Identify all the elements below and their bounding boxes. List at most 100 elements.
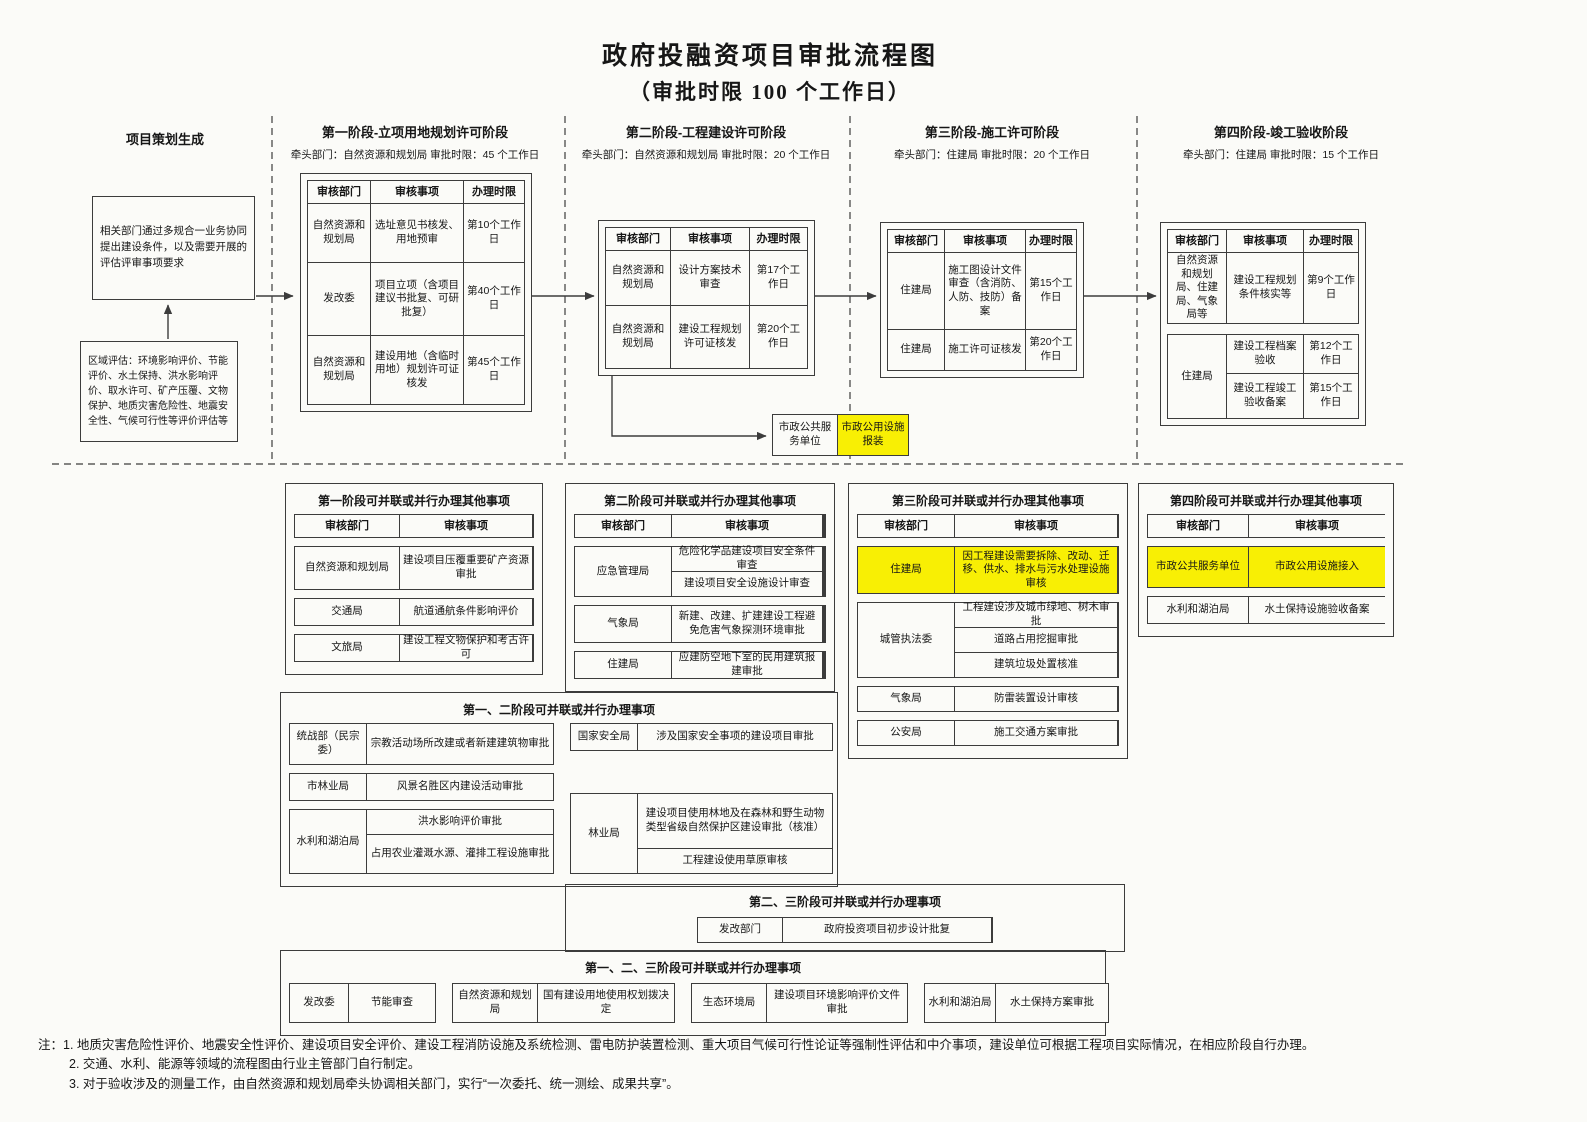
stage3-th-time: 办理时限 (1026, 230, 1076, 252)
combo12-columns: 统战部（民宗委） 宗教活动场所改建或者新建建筑物审批 市林业局 风景名胜区内建设… (289, 723, 833, 874)
stage1-title: 第一阶段-立项用地规划许可阶段 (321, 125, 509, 140)
combo12-section: 第一、二阶段可并联或并行办理事项 统战部（民宗委） 宗教活动场所改建或者新建建筑… (280, 692, 838, 887)
notes-label: 注： (38, 1038, 64, 1052)
section-title: 第四阶段可并联或并行办理其他事项 (1169, 494, 1362, 508)
item-cell: 工程建设使用草原审核 (638, 849, 832, 873)
note-line-3: 3. 对于验收涉及的测量工作，由自然资源和规划局牵头协调相关部门，实行“一次委托… (69, 1076, 679, 1091)
combo12-right-column: 国家安全局 涉及国家安全事项的建设项目审批 林业局 建设项目使用林地及在森林和野… (570, 723, 833, 874)
item-cell: 风景名胜区内建设活动审批 (367, 774, 553, 800)
dept-cell: 国家安全局 (571, 724, 637, 750)
page-subtitle: （审批时限 100 个工作日） (629, 80, 911, 104)
table-row: 气象局 防雷装置设计审核 (857, 686, 1119, 712)
item-cell: 施工图设计文件审查（含消防、人防、技防）备案 (945, 253, 1025, 329)
item-cell: 设计方案技术审查 (671, 251, 749, 305)
dept-cell: 城管执法委 (858, 603, 954, 677)
planning-column-header: 项目策划生成 (125, 132, 204, 147)
item-cell: 涉及国家安全事项的建设项目审批 (638, 724, 832, 750)
stage2-th-item: 审核事项 (671, 228, 749, 250)
time-cell: 第15个工作日 (1304, 374, 1358, 418)
dept-cell: 发改部门 (698, 918, 782, 942)
section-title: 第二阶段可并联或并行办理其他事项 (603, 494, 796, 508)
table-row: 林业局 建设项目使用林地及在森林和野生动物类型省级自然保护区建设审批（核准） 工… (570, 793, 833, 874)
municipal-service-box: 市政公共服务单位 市政公用设施报装 (772, 414, 909, 456)
stage2-grid: 审核部门 审核事项 办理时限 自然资源和规划局 设计方案技术审查 第17个工作日… (605, 227, 808, 369)
stage3-table: 审核部门 审核事项 办理时限 住建局 施工图设计文件审查（含消防、人防、技防）备… (880, 222, 1084, 378)
item-cell: 施工交通方案审批 (955, 721, 1117, 745)
dept-cell: 水利和湖泊局 (290, 810, 366, 873)
stage1-th-dept: 审核部门 (308, 181, 370, 203)
table-row: 自然资源和规划局 建设项目压覆重要矿产资源审批 (294, 546, 534, 590)
connector-stage2-to-municipal (611, 375, 767, 441)
table-row: 气象局 新建、改建、扩建建设工程避免危害气象探测环境审批 (574, 605, 826, 643)
stage3-grid: 审核部门 审核事项 办理时限 住建局 施工图设计文件审查（含消防、人防、技防）备… (887, 229, 1077, 371)
table-row: 公安局 施工交通方案审批 (857, 720, 1119, 746)
table-row: 发改部门 政府投资项目初步设计批复 (697, 917, 993, 943)
stage4-grid-bottom: 住建局 建设工程档案验收 第12个工作日 建设工程竣工验收备案 第15个工作日 (1167, 334, 1359, 419)
item-cell: 建设项目压覆重要矿产资源审批 (400, 547, 532, 589)
item-cell: 应建防空地下室的民用建筑报建审批 (672, 651, 822, 678)
stage1-th-item: 审核事项 (371, 181, 463, 203)
th-item: 审核事项 (955, 515, 1117, 537)
section-title: 第一阶段可并联或并行办理其他事项 (317, 494, 510, 508)
parallel-stage3-section: 第三阶段可并联或并行办理其他事项 审核部门 审核事项 住建局 因工程建设需要拆除… (848, 483, 1128, 759)
combo123-row: 发改委 节能审查 自然资源和规划局 国有建设用地使用权划拨决定 生态环境局 建设… (289, 983, 1109, 1023)
stage2-table: 审核部门 审核事项 办理时限 自然资源和规划局 设计方案技术审查 第17个工作日… (598, 220, 815, 376)
th-dept: 审核部门 (575, 515, 671, 537)
item-cell: 水土保持设施验收备案 (1249, 597, 1385, 623)
item-cell: 施工许可证核发 (945, 330, 1025, 370)
item-cell: 建设项目安全设施设计审查 (672, 572, 822, 596)
dept-cell: 自然资源和规划局 (295, 547, 399, 589)
time-cell: 第9个工作日 (1304, 253, 1358, 323)
stage4-title: 第四阶段-竣工验收阶段 (1213, 125, 1349, 140)
table-row: 城管执法委 工程建设涉及城市绿地、树木审批 道路占用挖掘审批 建筑垃圾处置核准 (857, 601, 1119, 678)
item-cell: 危险化学品建设项目安全条件审查 (672, 545, 822, 571)
section-header-row: 审核部门 审核事项 (857, 514, 1119, 538)
dept-cell: 应急管理局 (575, 547, 671, 596)
th-dept: 审核部门 (1148, 515, 1248, 537)
dept-cell: 市政公共服务单位 (773, 415, 837, 455)
table-row: 文旅局 建设工程文物保护和考古许可 (294, 634, 534, 662)
table-row: 水利和湖泊局 洪水影响评价审批 占用农业灌溉水源、灌排工程设施审批 (289, 809, 554, 874)
item-cell: 项目立项（含项目建议书批复、可研批复） (371, 263, 463, 335)
stage3-th-dept: 审核部门 (888, 230, 944, 252)
note-item: 1. 地质灾害危险性评价、地震安全性评价、建设项目安全评价、建设工程消防设施及系… (63, 1038, 1315, 1052)
item-cell: 防雷装置设计审核 (955, 687, 1117, 711)
item-cell: 建设项目使用林地及在森林和野生动物类型省级自然保护区建设审批（核准） (638, 794, 832, 848)
item-cell: 选址意见书核发、用地预审 (371, 204, 463, 262)
dept-cell: 住建局 (1168, 335, 1226, 418)
time-cell: 第40个工作日 (464, 263, 524, 335)
dept-cell: 住建局 (575, 652, 671, 678)
stage4-lead: 牵头部门：住建局 审批时限：15 个工作日 (1182, 149, 1379, 161)
stage1-th-time: 办理时限 (464, 181, 524, 203)
time-cell: 第15个工作日 (1026, 253, 1076, 329)
th-item: 审核事项 (1249, 515, 1385, 537)
item-cell: 市政公用设施接入 (1249, 547, 1385, 587)
time-cell: 第12个工作日 (1304, 335, 1358, 373)
time-cell: 第20个工作日 (1026, 330, 1076, 370)
dept-cell: 自然资源和规划局 (308, 336, 370, 404)
dept-cell: 气象局 (575, 606, 671, 642)
table-row-highlighted: 住建局 因工程建设需要拆除、改动、迁移、供水、排水与污水处理设施审核 (857, 546, 1119, 594)
item-cell: 新建、改建、扩建建设工程避免危害气象探测环境审批 (672, 606, 822, 642)
table-row-highlighted: 市政公共服务单位 市政公用设施接入 (1147, 546, 1385, 588)
parallel-stage4-section: 第四阶段可并联或并行办理其他事项 审核部门 审核事项 市政公共服务单位 市政公用… (1138, 483, 1394, 637)
item-cell: 占用农业灌溉水源、灌排工程设施审批 (367, 835, 553, 873)
dept-cell: 自然资源和规划局、住建局、气象局等 (1168, 253, 1226, 323)
item-cell: 航道通航条件影响评价 (400, 599, 532, 625)
time-cell: 第17个工作日 (750, 251, 807, 305)
dept-cell: 自然资源和规划局 (308, 204, 370, 262)
combo123-section: 第一、二、三阶段可并联或并行办理事项 发改委 节能审查 自然资源和规划局 国有建… (280, 950, 1109, 1036)
dept-cell: 市林业局 (290, 774, 366, 800)
item-cell: 建设工程文物保护和考古许可 (400, 634, 532, 661)
municipal-item-highlighted: 市政公用设施报装 (838, 415, 908, 455)
notes: 注：1. 地质灾害危险性评价、地震安全性评价、建设项目安全评价、建设工程消防设施… (38, 1036, 1558, 1094)
section-title: 第二、三阶段可并联或并行办理事项 (748, 895, 941, 909)
section-header-row: 审核部门 审核事项 (294, 514, 534, 538)
regional-evaluation-box: 区域评估：环境影响评价、节能评价、水土保持、洪水影响评价、取水许可、矿产压覆、文… (80, 341, 238, 442)
item-cell: 建设工程档案验收 (1227, 335, 1303, 373)
stage1-grid: 审核部门 审核事项 办理时限 自然资源和规划局 选址意见书核发、用地预审 第10… (307, 180, 525, 405)
th-dept: 审核部门 (858, 515, 954, 537)
dept-item-pair: 自然资源和规划局 国有建设用地使用权划拨决定 (452, 983, 675, 1023)
stage4-th-time: 办理时限 (1304, 230, 1358, 252)
table-row: 水利和湖泊局 水土保持设施验收备案 (1147, 596, 1385, 624)
